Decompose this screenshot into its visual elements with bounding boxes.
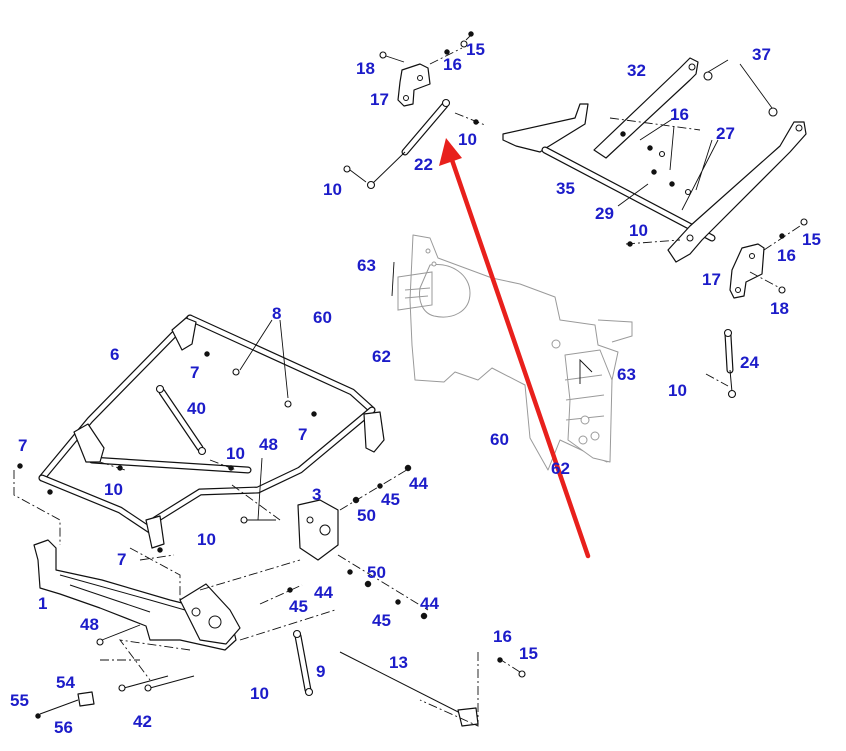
- callout-42: 42: [133, 712, 152, 731]
- callout-10: 10: [323, 180, 342, 199]
- callout-48: 48: [259, 435, 278, 454]
- callout-16: 16: [777, 246, 796, 265]
- callout-50: 50: [357, 506, 376, 525]
- callout-48: 48: [80, 615, 99, 634]
- gas-strut-upper: [343, 98, 486, 190]
- gas-strut-seat: [99, 384, 237, 471]
- callout-45: 45: [289, 597, 308, 616]
- callout-7: 7: [117, 550, 126, 569]
- pointer-arrow: [439, 138, 591, 559]
- link-rod: [292, 629, 314, 697]
- callout-17: 17: [370, 90, 389, 109]
- callout-54: 54: [56, 673, 75, 692]
- callout-10: 10: [458, 130, 477, 149]
- callout-29: 29: [595, 204, 614, 223]
- seat-lever-assembly: [502, 57, 807, 263]
- gas-strut-lower: [705, 328, 737, 399]
- callout-13: 13: [389, 653, 408, 672]
- callout-17: 17: [702, 270, 721, 289]
- seat-frame: [38, 314, 385, 549]
- callout-7: 7: [18, 436, 27, 455]
- callout-60: 60: [313, 308, 332, 327]
- callout-63: 63: [357, 256, 376, 275]
- callout-labels: 15 16 18 17 22 10 10 32 37 16 27 35 29 1…: [10, 40, 821, 737]
- callout-40: 40: [187, 399, 206, 418]
- callout-45: 45: [381, 490, 400, 509]
- callout-6: 6: [110, 345, 119, 364]
- callout-44: 44: [420, 594, 439, 613]
- callout-10: 10: [226, 444, 245, 463]
- callout-10: 10: [197, 530, 216, 549]
- callout-50: 50: [367, 563, 386, 582]
- callout-24: 24: [740, 353, 759, 372]
- callout-44: 44: [314, 583, 333, 602]
- callout-10: 10: [629, 221, 648, 240]
- callout-55: 55: [10, 691, 29, 710]
- callout-60: 60: [490, 430, 509, 449]
- callout-32: 32: [627, 61, 646, 80]
- leader-lines: [239, 59, 773, 521]
- callout-18: 18: [356, 59, 375, 78]
- callout-16: 16: [670, 105, 689, 124]
- hardware-stack: [259, 464, 429, 620]
- callout-62: 62: [551, 459, 570, 478]
- callout-27: 27: [716, 124, 735, 143]
- hinge-bracket-right: [625, 218, 808, 299]
- callout-63: 63: [617, 365, 636, 384]
- callout-62: 62: [372, 347, 391, 366]
- callout-1: 1: [38, 594, 47, 613]
- hinge-bracket-left: [379, 31, 474, 107]
- callout-10: 10: [250, 684, 269, 703]
- callout-45: 45: [372, 611, 391, 630]
- callout-3: 3: [312, 485, 321, 504]
- cross-rod: [339, 651, 526, 727]
- callout-15: 15: [466, 40, 485, 59]
- callout-10: 10: [668, 381, 687, 400]
- callout-16: 16: [443, 55, 462, 74]
- callout-22: 22: [414, 155, 433, 174]
- callout-10: 10: [104, 480, 123, 499]
- vehicle-frame-outline: [397, 234, 633, 471]
- callout-16: 16: [493, 627, 512, 646]
- callout-7: 7: [298, 425, 307, 444]
- callout-7: 7: [190, 363, 199, 382]
- callout-15: 15: [519, 644, 538, 663]
- callout-15: 15: [802, 230, 821, 249]
- bolt-set: [35, 659, 195, 719]
- callout-37: 37: [752, 45, 771, 64]
- callout-9: 9: [316, 662, 325, 681]
- callout-56: 56: [54, 718, 73, 737]
- callout-18: 18: [770, 299, 789, 318]
- callout-44: 44: [409, 474, 428, 493]
- base-frame: [13, 463, 339, 681]
- callout-8: 8: [272, 304, 281, 323]
- callout-35: 35: [556, 179, 575, 198]
